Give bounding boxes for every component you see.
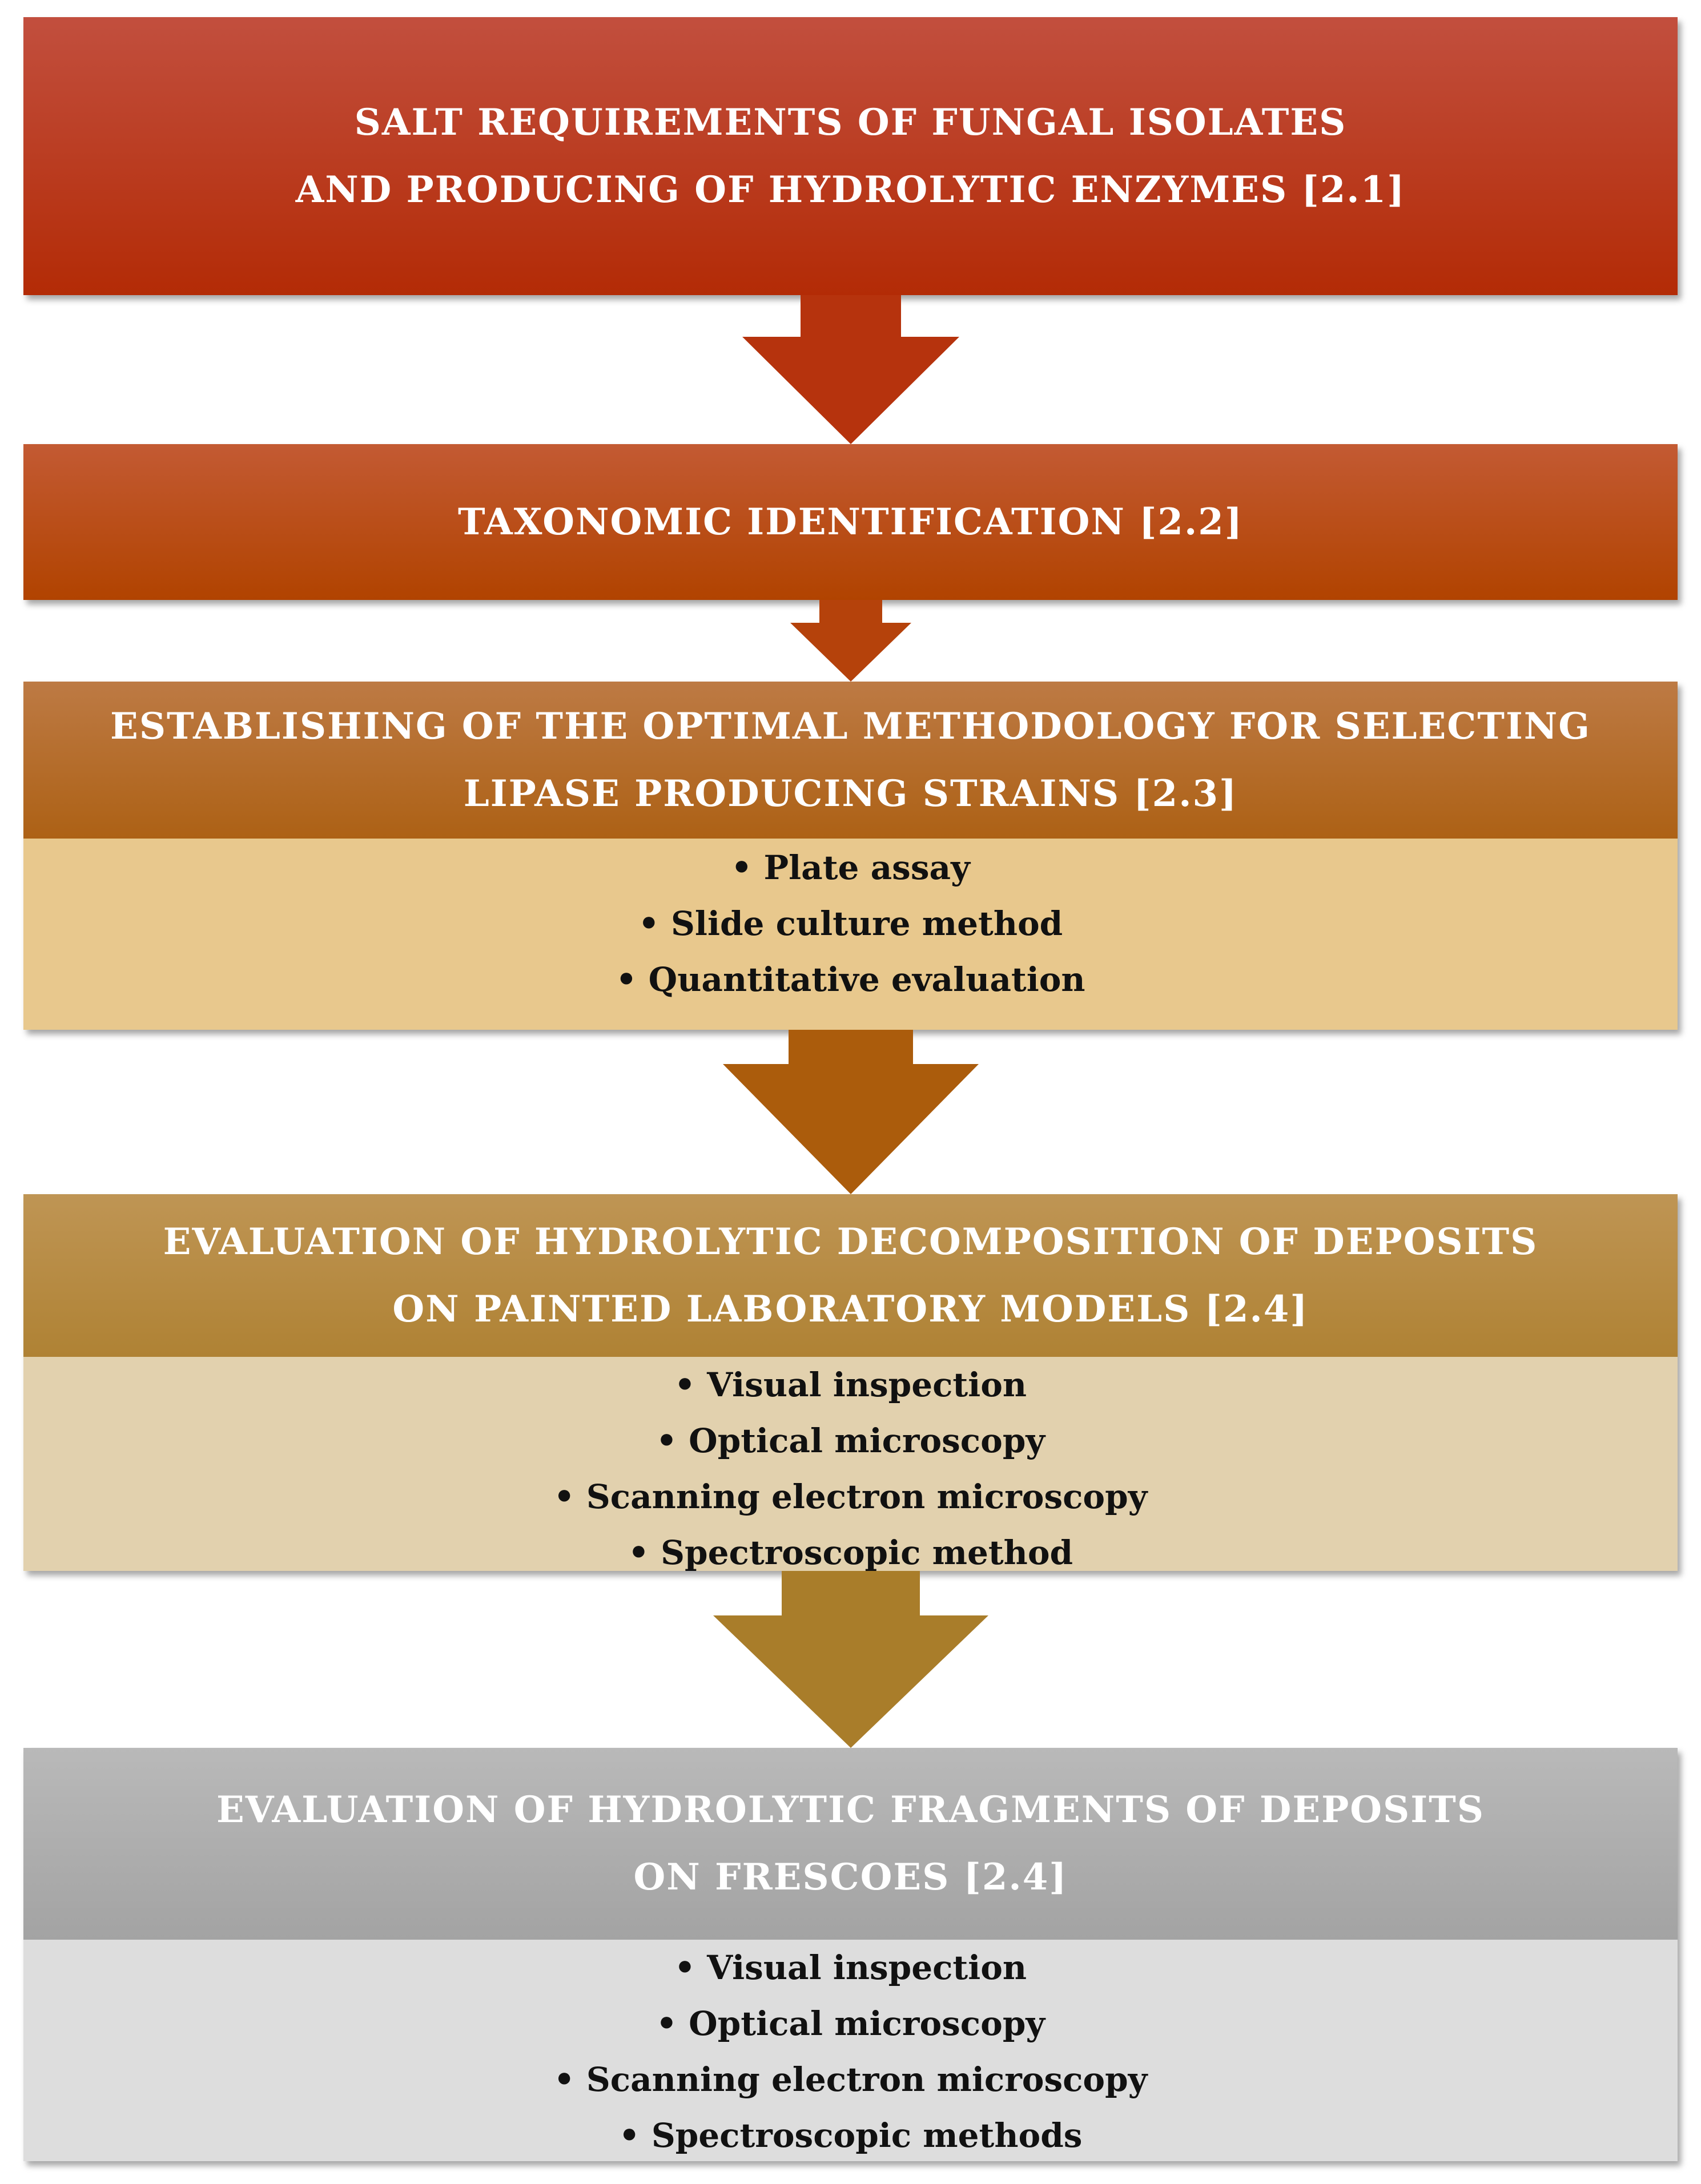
step-5-title-line-1: EVALUATION OF HYDROLYTIC FRAGMENTS OF DE…	[216, 1788, 1485, 1831]
step-4-title-line-1: EVALUATION OF HYDROLYTIC DECOMPOSITION O…	[163, 1220, 1538, 1263]
step-5-list: Visual inspection Optical microscopy Sca…	[23, 1940, 1678, 2163]
step-1-box: SALT REQUIREMENTS OF FUNGAL ISOLATES AND…	[23, 17, 1678, 295]
step-1-title: SALT REQUIREMENTS OF FUNGAL ISOLATES AND…	[23, 17, 1678, 295]
list-item: Slide culture method	[638, 896, 1063, 952]
list-item: Plate assay	[731, 840, 970, 896]
step-3-title-line-2: LIPASE PRODUCING STRAINS [2.3]	[463, 772, 1238, 815]
step-2-title-line-1: TAXONOMIC IDENTIFICATION [2.2]	[457, 500, 1244, 543]
step-3-title: ESTABLISHING OF THE OPTIMAL METHODOLOGY …	[23, 682, 1678, 839]
step-4-list: Visual inspection Optical microscopy Sca…	[23, 1357, 1678, 1581]
step-1-title-line-2: AND PRODUCING OF HYDROLYTIC ENZYMES [2.1…	[295, 168, 1406, 211]
step-3-list: Plate assay Slide culture method Quantit…	[23, 839, 1678, 1008]
step-1-title-line-1: SALT REQUIREMENTS OF FUNGAL ISOLATES	[354, 100, 1347, 144]
step-4-title: EVALUATION OF HYDROLYTIC DECOMPOSITION O…	[23, 1194, 1678, 1357]
list-item: Optical microscopy	[656, 1413, 1045, 1469]
list-item: Visual inspection	[674, 1357, 1027, 1413]
step-2-box: TAXONOMIC IDENTIFICATION [2.2]	[23, 444, 1678, 600]
arrow-1-icon	[742, 295, 959, 444]
step-5-box: EVALUATION OF HYDROLYTIC FRAGMENTS OF DE…	[23, 1748, 1678, 2161]
arrow-2-icon	[790, 600, 911, 682]
list-item: Scanning electron microscopy	[554, 1469, 1148, 1525]
list-item: Visual inspection	[674, 1940, 1027, 1996]
step-2-title: TAXONOMIC IDENTIFICATION [2.2]	[23, 444, 1678, 600]
step-3-box: ESTABLISHING OF THE OPTIMAL METHODOLOGY …	[23, 682, 1678, 1030]
step-5-title-line-2: ON FRESCOES [2.4]	[633, 1856, 1068, 1899]
list-item: Optical microscopy	[656, 1996, 1045, 2052]
list-item: Scanning electron microscopy	[554, 2052, 1148, 2108]
list-item: Spectroscopic method	[628, 1525, 1073, 1581]
arrow-3-icon	[723, 1030, 979, 1194]
list-item: Spectroscopic methods	[619, 2108, 1083, 2163]
list-item: Quantitative evaluation	[616, 952, 1085, 1008]
arrow-4-icon	[713, 1571, 988, 1748]
step-4-box: EVALUATION OF HYDROLYTIC DECOMPOSITION O…	[23, 1194, 1678, 1572]
step-4-title-line-2: ON PAINTED LABORATORY MODELS [2.4]	[392, 1287, 1309, 1331]
step-5-title: EVALUATION OF HYDROLYTIC FRAGMENTS OF DE…	[23, 1748, 1678, 1940]
step-3-title-line-1: ESTABLISHING OF THE OPTIMAL METHODOLOGY …	[110, 704, 1591, 748]
